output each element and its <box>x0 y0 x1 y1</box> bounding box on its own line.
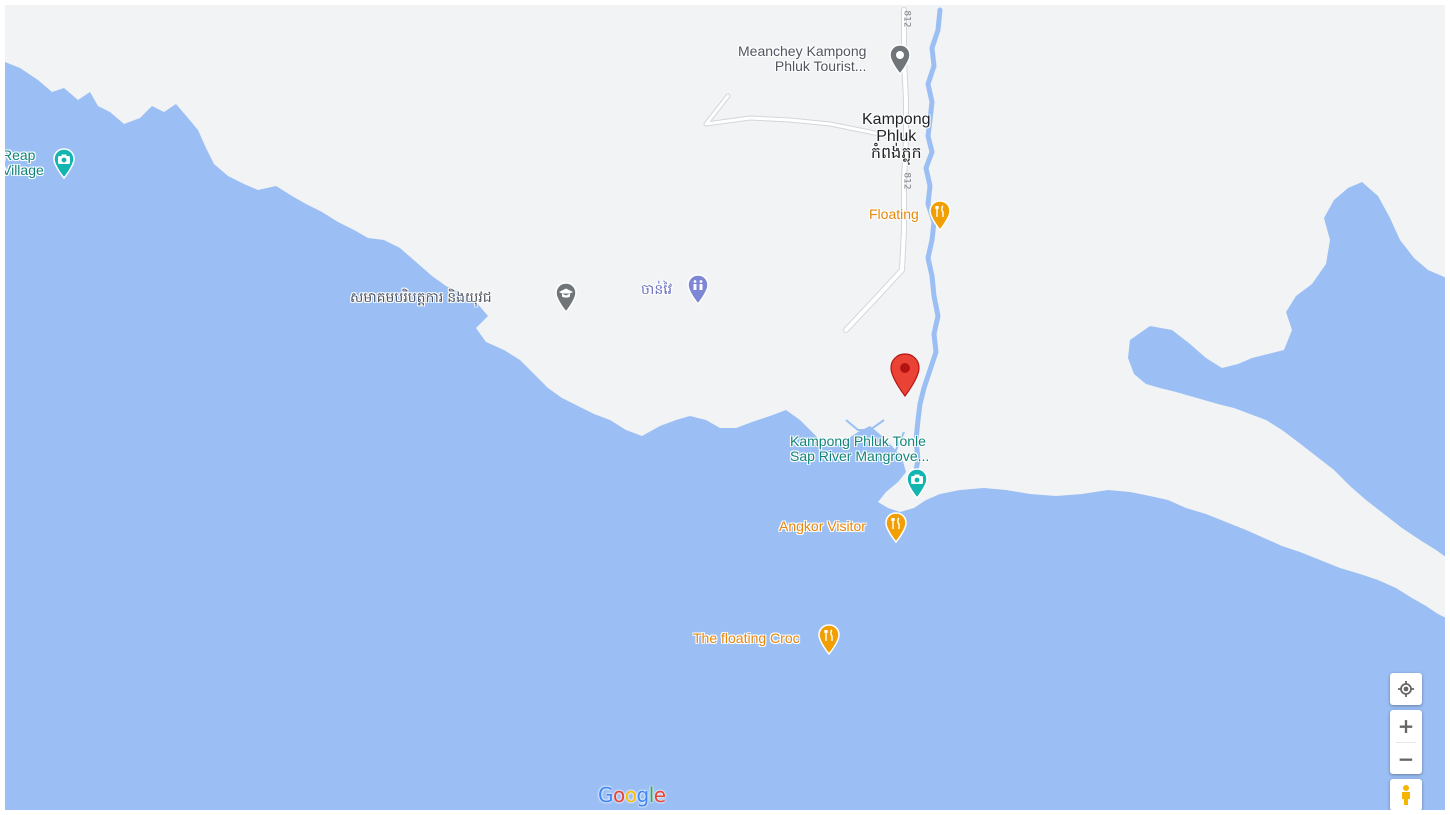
place-label-mangrove[interactable]: Kampong Phluk Tonle Sap River Mangrove..… <box>790 433 930 464</box>
place-label-angkor-visitor[interactable]: Angkor Visitor <box>779 518 866 534</box>
zoom-in-button[interactable]: + <box>1397 713 1415 738</box>
my-location-icon <box>1398 681 1414 697</box>
road-number-label: 812 <box>901 10 912 28</box>
google-logo: Google <box>598 783 666 807</box>
zoom-control: + − <box>1390 710 1422 774</box>
waterway <box>883 431 905 463</box>
camera-icon[interactable] <box>52 148 76 180</box>
waterway <box>845 419 885 431</box>
lake-water <box>0 60 1450 815</box>
place-label-school[interactable]: សមាគមបរិបត្តការ និងយុវជ <box>350 289 492 305</box>
zoom-out-button[interactable]: − <box>1397 746 1415 771</box>
fork-knife-icon[interactable] <box>884 512 908 544</box>
locality-label-kampong-phluk: Kampong Phluk កំពង់ភ្លុក <box>862 111 931 162</box>
road-number-label: 812 <box>901 172 912 190</box>
fork-knife-icon[interactable] <box>928 200 952 232</box>
place-icon[interactable] <box>888 44 912 76</box>
place-label-pagoda[interactable]: ចាន់វៃ <box>641 281 673 297</box>
river-channel <box>911 7 943 483</box>
side-road <box>703 93 907 143</box>
worship-icon[interactable] <box>686 274 710 306</box>
fork-knife-icon[interactable] <box>817 624 841 656</box>
place-label-floating[interactable]: Floating <box>869 206 919 222</box>
my-location-button[interactable] <box>1390 673 1422 705</box>
zoom-divider <box>1396 741 1416 743</box>
place-label-reap-village[interactable]: Reap Village <box>2 147 44 178</box>
place-label-floating-croc[interactable]: The floating Croc <box>693 630 800 646</box>
inlet-water <box>1128 182 1450 560</box>
road-812 <box>843 7 909 333</box>
camera-icon[interactable] <box>905 468 929 500</box>
pegman-icon <box>1402 785 1410 805</box>
graduation-cap-icon[interactable] <box>554 282 578 314</box>
place-label-meanchey[interactable]: Meanchey Kampong Phluk Tourist... <box>738 43 867 74</box>
pegman-button[interactable] <box>1390 779 1422 811</box>
location-pin-icon[interactable] <box>888 352 922 398</box>
